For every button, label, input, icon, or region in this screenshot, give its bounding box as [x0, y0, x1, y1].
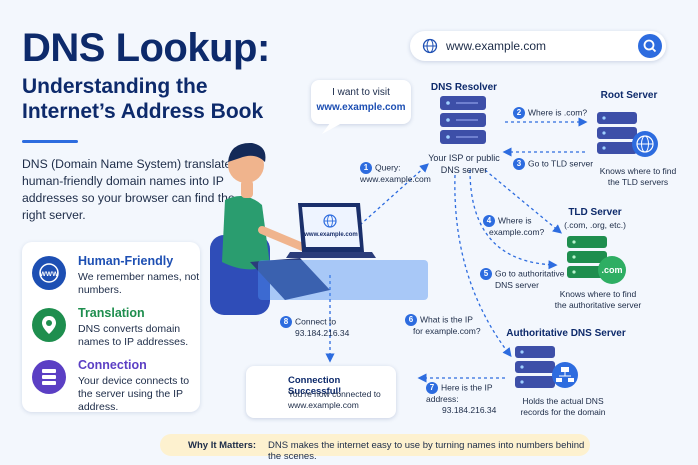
root-server-icon	[597, 112, 658, 157]
tld-badge: .com	[601, 265, 623, 275]
laptop-screen-text: www.example.com	[304, 232, 358, 238]
search-button[interactable]	[638, 34, 662, 58]
search-icon	[643, 39, 657, 53]
svg-text:WWW: WWW	[40, 271, 59, 278]
page-title: DNS Lookup:	[22, 26, 270, 70]
speech-bubble: I want to visit www.example.com	[311, 80, 411, 124]
tld-title: TLD Server	[568, 207, 622, 218]
why-it-matters-banner: Why It Matters: DNS makes the internet e…	[160, 434, 590, 462]
tld-subtitle: (.com, .org, etc.)	[564, 220, 626, 230]
connection-success-card: Connection Successful! You’re now connec…	[246, 366, 396, 418]
page-subtitle: Understanding the Internet’s Address Boo…	[22, 75, 264, 123]
www-icon: WWW	[32, 256, 66, 290]
dns-resolver-server-icon	[440, 96, 486, 144]
authoritative-server-icon	[515, 346, 578, 388]
arrow-step-4	[484, 169, 563, 234]
intro-text: DNS (Domain Name System) translates huma…	[22, 157, 238, 222]
bubble-tail	[322, 123, 342, 134]
features-card: WWW Human-Friendly We remember names, no…	[22, 242, 200, 413]
location-pin-icon	[32, 308, 66, 342]
arrow-step-6	[454, 174, 512, 358]
root-title: Root Server	[600, 90, 658, 101]
resolver-title: DNS Resolver	[430, 82, 498, 93]
search-input[interactable]: www.example.com	[446, 39, 547, 53]
search-bar[interactable]: www.example.com	[410, 31, 666, 61]
auth-title: Authoritative DNS Server	[506, 328, 626, 339]
arrow-step-1	[359, 163, 429, 226]
tld-desc: Knows where to find the authoritative se…	[554, 289, 642, 310]
laptop-icon	[286, 203, 376, 258]
server-icon	[32, 360, 66, 394]
resolver-desc: Your ISP or public DNS server	[428, 153, 500, 175]
arrow-step-5	[469, 169, 558, 270]
title-divider	[22, 140, 78, 143]
person-illustration	[210, 142, 428, 315]
globe-icon	[422, 38, 438, 54]
auth-desc: Holds the actual DNS records for the dom…	[520, 396, 606, 417]
root-desc: Knows where to find the TLD servers	[599, 166, 677, 187]
tld-server-icon	[567, 236, 626, 284]
